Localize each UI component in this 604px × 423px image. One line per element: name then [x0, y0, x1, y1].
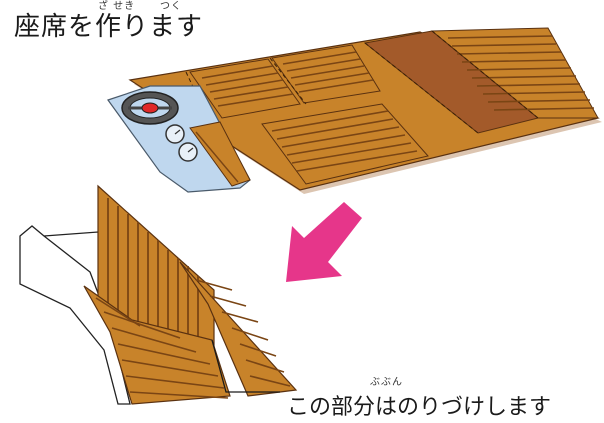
ruby-tsuku: つく: [160, 1, 182, 12]
step-number: ): [0, 8, 1, 36]
gauge-icon: [165, 124, 198, 162]
step-title: ) ざ せき つく 座席を作ります: [0, 0, 320, 44]
flat-sheet: [107, 27, 602, 194]
ruby-zaseki: ざ せき: [98, 1, 136, 12]
steering-wheel-icon: [121, 91, 179, 125]
assembled-seat: [19, 184, 298, 405]
step-heading: 座席を作ります: [14, 12, 204, 42]
ruby-bubun: ぶぶん: [370, 377, 403, 388]
arrow-down-left-icon: [286, 202, 362, 282]
glue-caption: この部分はのりづけします: [287, 395, 552, 420]
